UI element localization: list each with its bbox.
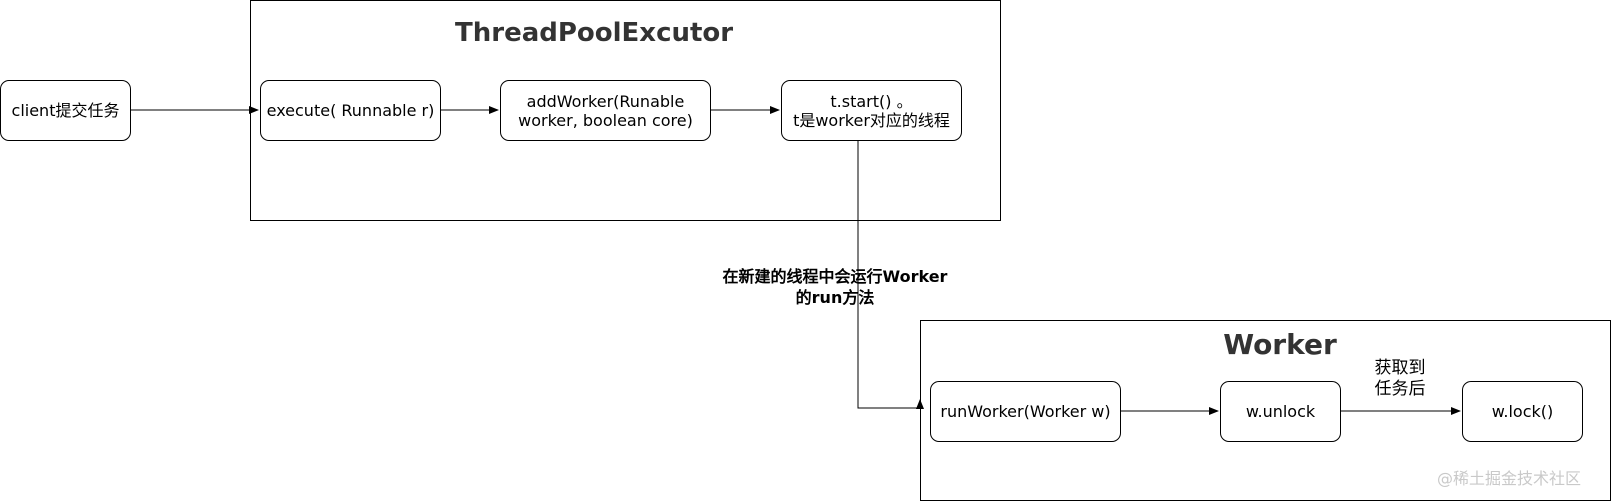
thread-start-label: t.start() 。 t是worker对应的线程	[793, 91, 950, 130]
unlock-node: w.unlock	[1220, 381, 1341, 442]
add-worker-label: addWorker(Runable worker, boolean core)	[518, 91, 693, 130]
client-submit-task-label: client提交任务	[11, 101, 120, 120]
client-submit-task-node: client提交任务	[0, 80, 131, 141]
execute-label: execute( Runnable r)	[266, 101, 435, 120]
edge-start-to-runworker	[857, 140, 922, 409]
lock-label: w.lock()	[1491, 402, 1554, 421]
watermark-text: @稀土掘金技术社区	[1437, 469, 1582, 488]
run-worker-node: runWorker(Worker w)	[930, 381, 1121, 442]
thread-pool-executor-title: ThreadPoolExcutor	[455, 18, 734, 48]
new-thread-edge-label: 在新建的线程中会运行Worker 的run方法	[722, 267, 948, 307]
execute-node: execute( Runnable r)	[260, 80, 441, 141]
lock-node: w.lock()	[1462, 381, 1583, 442]
run-worker-label: runWorker(Worker w)	[940, 402, 1111, 421]
unlock-label: w.unlock	[1245, 402, 1316, 421]
worker-title: Worker	[1223, 328, 1337, 361]
thread-start-node: t.start() 。 t是worker对应的线程	[781, 80, 962, 141]
add-worker-node: addWorker(Runable worker, boolean core)	[500, 80, 711, 141]
after-task-edge-label: 获取到 任务后	[1374, 358, 1426, 399]
